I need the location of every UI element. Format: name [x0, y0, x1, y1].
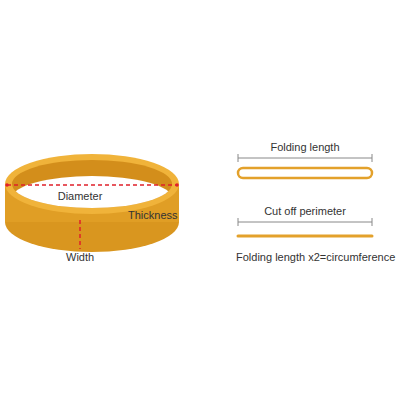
diameter-line — [7, 184, 177, 186]
rubber-band-ring — [5, 154, 179, 252]
formula-label: Folding length x2=circumference — [236, 251, 395, 264]
thickness-label: Thickness — [128, 209, 178, 222]
folded-band — [238, 168, 372, 178]
folding-length-dimension — [238, 154, 372, 162]
cut-band — [238, 235, 372, 238]
width-line — [79, 220, 81, 249]
width-label: Width — [66, 251, 94, 264]
diameter-label: Diameter — [58, 190, 103, 203]
folding-length-label: Folding length — [270, 141, 339, 154]
perimeter-dimension — [238, 218, 372, 226]
perimeter-label: Cut off perimeter — [264, 205, 346, 218]
